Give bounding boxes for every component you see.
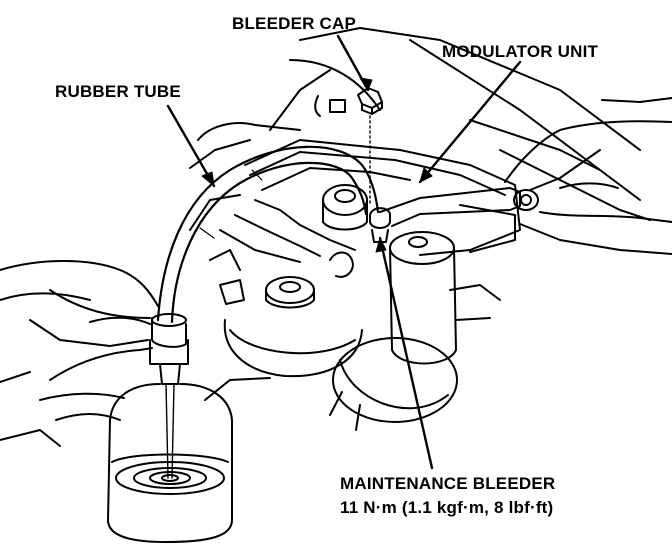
wrench xyxy=(369,187,539,243)
modulator-unit-label: MODULATOR UNIT xyxy=(442,42,599,61)
engine-compartment-lines xyxy=(189,27,651,221)
rubber-tube-label: RUBBER TUBE xyxy=(55,82,181,101)
hands xyxy=(0,97,672,447)
leader-lines xyxy=(166,34,522,470)
modulator-unit xyxy=(189,139,521,431)
maintenance-bleeder-label: MAINTENANCE BLEEDER xyxy=(340,474,556,493)
rubber-tube xyxy=(156,145,380,324)
leader-arrowheads xyxy=(201,77,433,253)
bleeding-bottle xyxy=(107,313,233,543)
bleeder-cap-label: BLEEDER CAP xyxy=(232,14,357,33)
torque-spec-label: 11 N·m (1.1 kgf·m, 8 lbf·ft) xyxy=(340,498,554,517)
